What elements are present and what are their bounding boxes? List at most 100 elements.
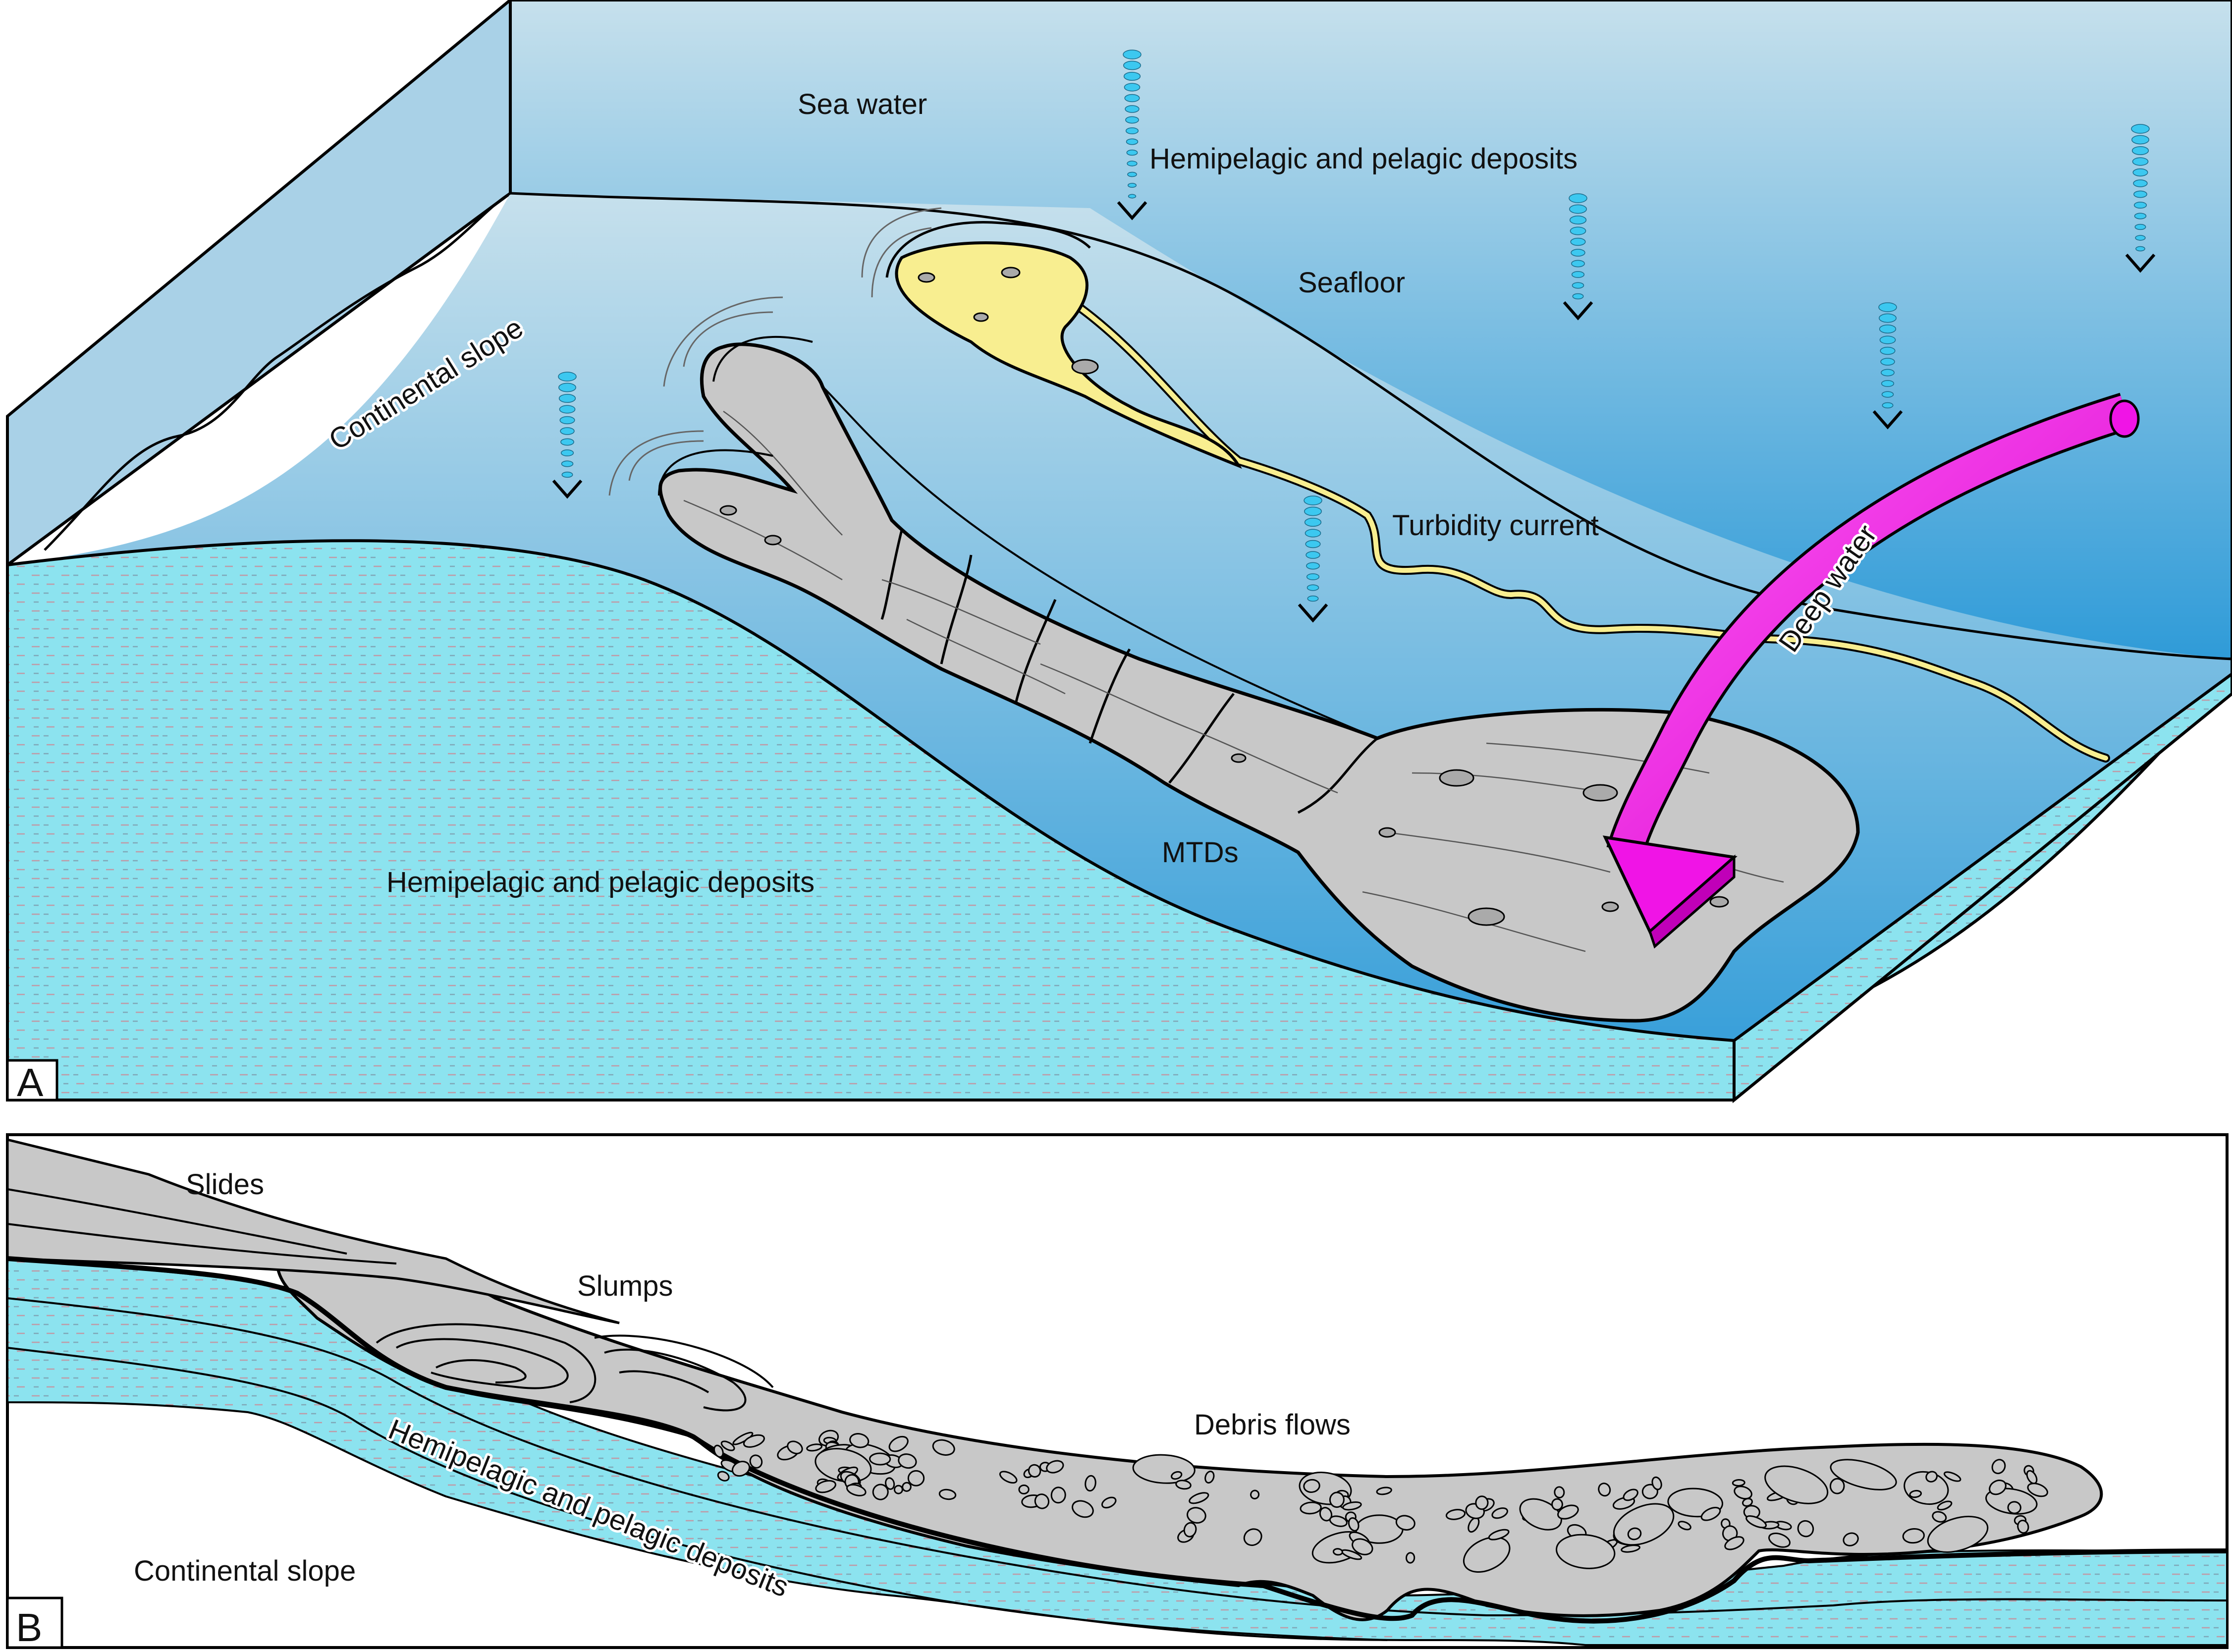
- debris-clast: [1303, 1479, 1320, 1493]
- debris-clast: [1395, 1515, 1415, 1531]
- debris-clast: [1445, 1509, 1466, 1520]
- debris-clast: [2017, 1519, 2029, 1534]
- debris-clast: [907, 1470, 925, 1487]
- debris-clast: [731, 1461, 751, 1477]
- panel-b-letter: B: [16, 1605, 42, 1650]
- debris-clast: [932, 1439, 955, 1456]
- rain-arrow: [1563, 193, 1593, 321]
- debris-clast: [1204, 1471, 1215, 1484]
- panel-a-letter-box: [6, 1059, 58, 1101]
- debris-clast: [1519, 1498, 1562, 1531]
- debris-clast: [1348, 1517, 1360, 1532]
- debris-clast: [1764, 1465, 1829, 1504]
- label-mtds: MTDs: [1162, 836, 1239, 869]
- debris-clast: [1250, 1489, 1260, 1500]
- debris-clast: [1329, 1515, 1348, 1527]
- mtd-body: [658, 342, 1860, 1023]
- label-hemipelagic-top: Hemipelagic and pelagic deposits: [1149, 143, 1578, 175]
- slide-surfaces: [7, 1188, 397, 1265]
- turbidity-source-lobe: [895, 241, 1242, 469]
- debris-clast: [1405, 1552, 1415, 1564]
- mtd-clasts: [719, 505, 1729, 926]
- debris-clast: [902, 1482, 912, 1492]
- debris-clast: [1243, 1528, 1262, 1546]
- debris-clast: [869, 1452, 891, 1466]
- debris-clast: [1488, 1529, 1510, 1541]
- debris-clast: [1329, 1491, 1345, 1508]
- debris-clast: [1475, 1495, 1489, 1510]
- debris-clast: [1171, 1471, 1183, 1480]
- debris-clast: [787, 1440, 803, 1454]
- debris-clast: [720, 1440, 735, 1451]
- panel-b-letter-box: [6, 1597, 63, 1649]
- debris-clast: [1598, 1483, 1611, 1497]
- debris-clast: [1797, 1520, 1814, 1538]
- debris-clast: [1034, 1493, 1050, 1509]
- debris-clast: [743, 1434, 765, 1448]
- debris-clast: [1050, 1487, 1066, 1504]
- debris-clast: [1989, 1480, 2007, 1495]
- clast: [918, 272, 935, 283]
- debris-clast: [1925, 1471, 1938, 1483]
- debris-clast: [1909, 1489, 1922, 1498]
- debris-clast: [1724, 1536, 1744, 1550]
- label-slumps: Slumps: [577, 1270, 673, 1302]
- debris-clast: [1651, 1476, 1662, 1490]
- clast: [1071, 359, 1099, 375]
- rain-arrow: [1117, 50, 1147, 220]
- debris-clast: [1332, 1548, 1343, 1556]
- debris-clast: [1830, 1459, 1897, 1490]
- debris-clast: [1046, 1460, 1064, 1474]
- label-turbidity-current: Turbidity current: [1392, 509, 1599, 542]
- panel-a-letter: A: [17, 1060, 44, 1104]
- debris-clast: [1991, 1459, 2006, 1475]
- rain-arrow: [2125, 124, 2156, 273]
- debris-clast: [1352, 1538, 1373, 1555]
- debris-clast: [1491, 1507, 1508, 1519]
- debris-clast: [815, 1480, 836, 1493]
- hemipelagic-layer-lines: [7, 1297, 2228, 1641]
- debris-clast: [815, 1448, 872, 1483]
- debris-clast: [2007, 1501, 2021, 1514]
- continental-slope-line: [44, 192, 511, 551]
- debris-clast: [749, 1454, 763, 1469]
- debris-clast: [846, 1484, 867, 1496]
- debris-clast: [1768, 1533, 1791, 1548]
- mtd-fractures: [880, 530, 1378, 814]
- debris-clast: [1342, 1501, 1362, 1511]
- debris-clast: [1300, 1501, 1322, 1515]
- debris-clasts: [713, 1430, 2048, 1573]
- clast: [973, 312, 989, 322]
- debris-clast: [872, 1484, 889, 1500]
- debris-clast: [888, 1435, 909, 1452]
- clast: [1001, 267, 1021, 278]
- debris-clast: [1018, 1484, 1030, 1495]
- debris-clast: [1943, 1471, 1961, 1482]
- debris-clast: [1623, 1488, 1638, 1501]
- debris-clast: [1557, 1504, 1579, 1520]
- debris-clast: [1621, 1544, 1640, 1553]
- debris-clast: [1937, 1500, 1953, 1511]
- debris-clast: [1551, 1498, 1563, 1511]
- debris-clast: [885, 1477, 895, 1490]
- debris-clast: [1843, 1532, 1859, 1546]
- debris-clast: [1734, 1486, 1752, 1500]
- label-slides: Slides: [186, 1168, 264, 1201]
- debris-clast: [1678, 1521, 1691, 1531]
- debris-clast: [1700, 1506, 1721, 1521]
- debris-clast: [1985, 1487, 2038, 1515]
- label-seafloor: Seafloor: [1298, 267, 1405, 299]
- slides-wedge: [6, 1138, 620, 1324]
- debris-clast: [1554, 1486, 1565, 1498]
- sediment-front: [6, 539, 2232, 1101]
- panel-a: Sea water Hemipelagic and pelagic deposi…: [6, 0, 2232, 1104]
- debris-clast: [1175, 1480, 1192, 1490]
- debris-clast: [1072, 1500, 1094, 1518]
- rain-arrow: [1298, 496, 1328, 623]
- basal-shear-surface: [7, 1256, 2228, 1624]
- rain-arrow: [552, 372, 583, 499]
- debris-clast: [1376, 1487, 1392, 1495]
- debris-clast: [1183, 1522, 1197, 1538]
- rain-arrow: [1872, 302, 1903, 430]
